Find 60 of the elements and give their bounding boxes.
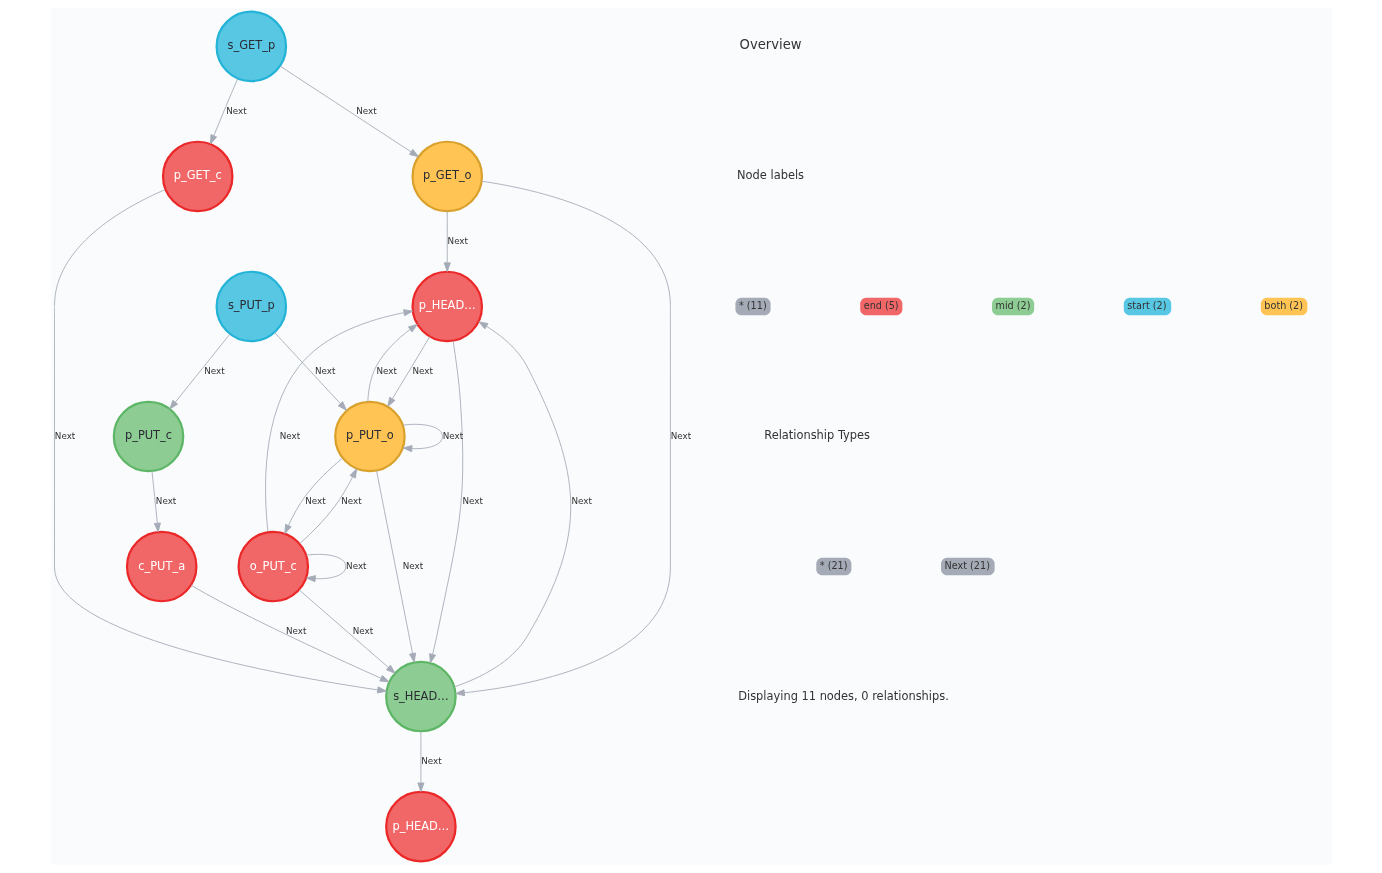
edge-label: Next [462, 495, 483, 506]
arrow [168, 333, 230, 410]
edge-label: Next [54, 430, 75, 441]
legend-label: end (5) [863, 299, 899, 311]
edge-label: Next [279, 430, 300, 441]
arrow [53, 189, 387, 694]
arrow [402, 423, 443, 453]
arrow [453, 321, 571, 688]
arrow [190, 584, 390, 683]
node-circle: s_GET_p [215, 10, 287, 83]
node-circle: p_GET_c [161, 140, 234, 213]
edge-label: Next [352, 625, 373, 636]
edge-label: Next [345, 560, 367, 571]
arrow [273, 331, 347, 411]
edge-label: Next [314, 365, 335, 376]
node-circle: p_HEAD… [384, 790, 457, 863]
arrow [264, 309, 413, 533]
edge-label: Next [447, 235, 468, 246]
edge-label: Next [402, 560, 423, 571]
arrow [298, 468, 357, 545]
edge-label: Next [355, 105, 377, 116]
edge-label: Next [442, 430, 463, 441]
node-circle: p_HEAD… [410, 270, 483, 343]
legend-label: both (2) [1263, 299, 1303, 311]
label: Relationship Types [763, 428, 870, 443]
arrow [209, 78, 238, 145]
arrow [305, 553, 346, 583]
edge-label: Next [570, 495, 592, 506]
edge-label: Next [670, 430, 691, 441]
edge-label: Next [203, 365, 225, 376]
arrow [298, 589, 396, 674]
edge-label: Next [304, 495, 326, 506]
edge-label: Next [225, 105, 247, 116]
legend-label: start (2) [1126, 299, 1167, 311]
arrow [416, 731, 424, 793]
legend-label: * (11) [738, 299, 767, 311]
label: Displaying 11 nodes, 0 relationships. [737, 688, 949, 703]
label: Overview [739, 37, 802, 53]
legend-label: * (21) [819, 559, 848, 571]
legend-label: Next (21) [944, 559, 990, 571]
label: Node labels [736, 168, 804, 183]
node-circle: c_PUT_a [125, 530, 197, 603]
node-circle: s_PUT_p [215, 270, 287, 343]
edge-label: Next [375, 365, 397, 376]
edge-label: Next [340, 495, 362, 506]
arrow [283, 457, 343, 535]
edge-label: Next [285, 625, 306, 636]
arrow [428, 340, 463, 664]
arrow [386, 336, 430, 407]
edge-label: Next [420, 755, 442, 766]
edge-label: Next [411, 365, 433, 376]
arrow [279, 65, 419, 158]
edge-label: Next [155, 495, 176, 506]
legend-label: mid (2) [995, 299, 1030, 311]
arrow [151, 470, 161, 533]
node-circle: o_PUT_c [237, 530, 309, 603]
arrow [375, 470, 416, 663]
arrow [366, 323, 418, 402]
arrow [454, 180, 671, 697]
arrow [443, 210, 451, 273]
